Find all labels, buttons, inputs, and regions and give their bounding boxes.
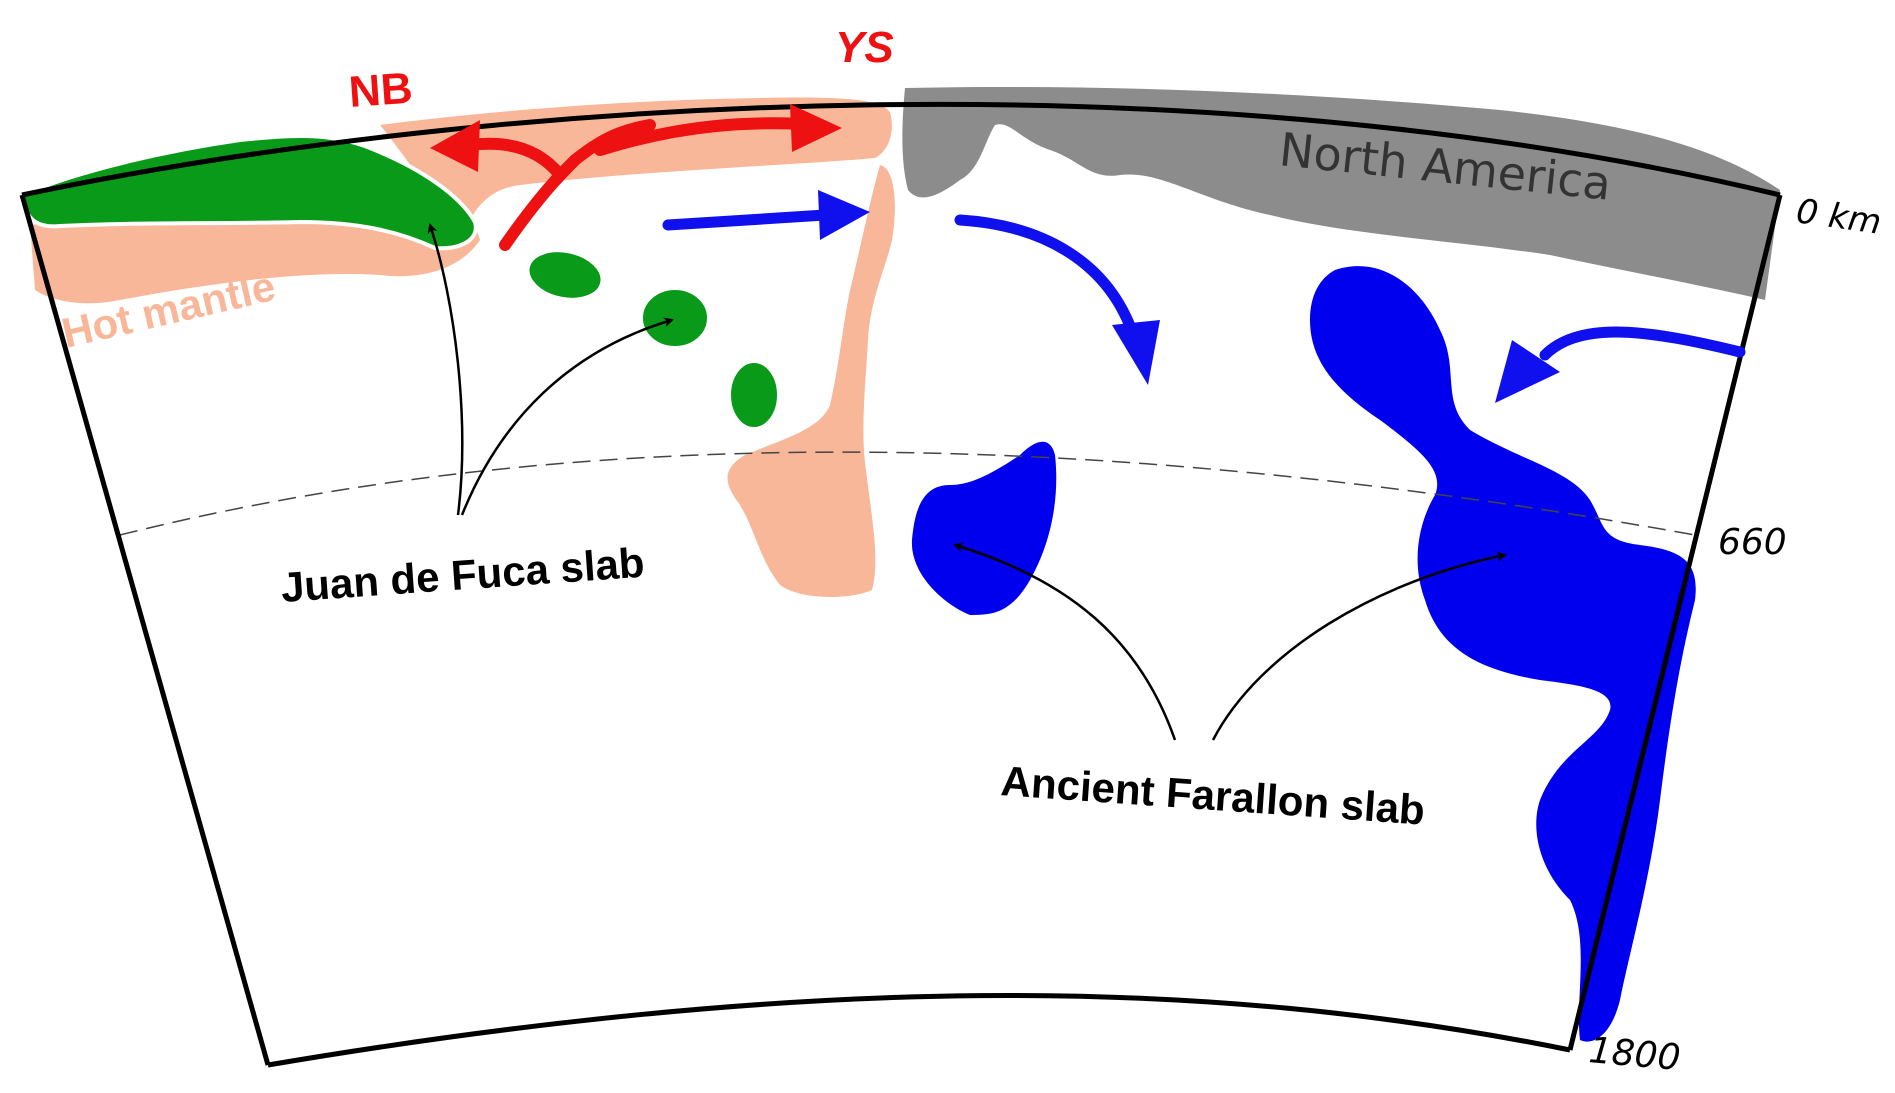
juan-de-fuca-slab-fragment-1 xyxy=(525,248,605,302)
farallon-slab-small xyxy=(911,441,1057,615)
depth-label-1800: 1800 xyxy=(1587,1030,1682,1079)
left-edge xyxy=(19,194,271,1066)
cold-flow-arrow-right-curve xyxy=(1539,326,1746,361)
right-edge xyxy=(1567,194,1783,1051)
top-surface-arc xyxy=(21,101,1781,198)
depth-660-dashed-line xyxy=(119,451,1696,536)
hot-mantle-region xyxy=(30,212,480,304)
hot-flow-arrowhead-left xyxy=(430,120,480,172)
depth-label-660: 660 xyxy=(1718,522,1787,563)
north-america-plate xyxy=(902,86,1780,300)
nb-label: NB xyxy=(347,64,414,117)
pointer-arrow-farallon-1 xyxy=(953,542,1177,741)
cold-flow-arrow-horizontal xyxy=(662,209,831,231)
hot-flow-arrow-curve xyxy=(499,119,656,251)
ancient-farallon-label: Ancient Farallon slab xyxy=(999,757,1426,834)
hot-mantle-upper-band xyxy=(380,97,892,240)
cold-flow-arrowhead-downward xyxy=(1112,320,1160,385)
pointer-arrow-jdf-2 xyxy=(460,317,674,516)
ys-label: YS xyxy=(835,23,894,72)
pointer-arrow-farallon-2 xyxy=(1211,551,1507,741)
bottom-arc xyxy=(267,993,1571,1068)
pointer-arrow-jdf-1 xyxy=(427,223,464,516)
juan-de-fuca-slab-fragment-3 xyxy=(727,359,781,431)
hot-mantle-plume xyxy=(727,165,895,597)
hot-flow-arrowhead-right xyxy=(790,104,842,152)
farallon-slab-large xyxy=(1310,266,1696,1042)
juan-de-fuca-slab-main xyxy=(19,134,478,251)
juan-de-fuca-slab-fragment-2 xyxy=(639,286,711,350)
cold-flow-arrowhead-right-curve xyxy=(1495,340,1560,403)
cold-flow-arrow-downward xyxy=(954,214,1141,346)
juan-de-fuca-label: Juan de Fuca slab xyxy=(279,539,646,611)
hot-flow-arrow-left xyxy=(464,137,566,181)
depth-label-0km: 0 km xyxy=(1794,191,1884,242)
cold-flow-arrowhead-horizontal xyxy=(818,190,870,240)
